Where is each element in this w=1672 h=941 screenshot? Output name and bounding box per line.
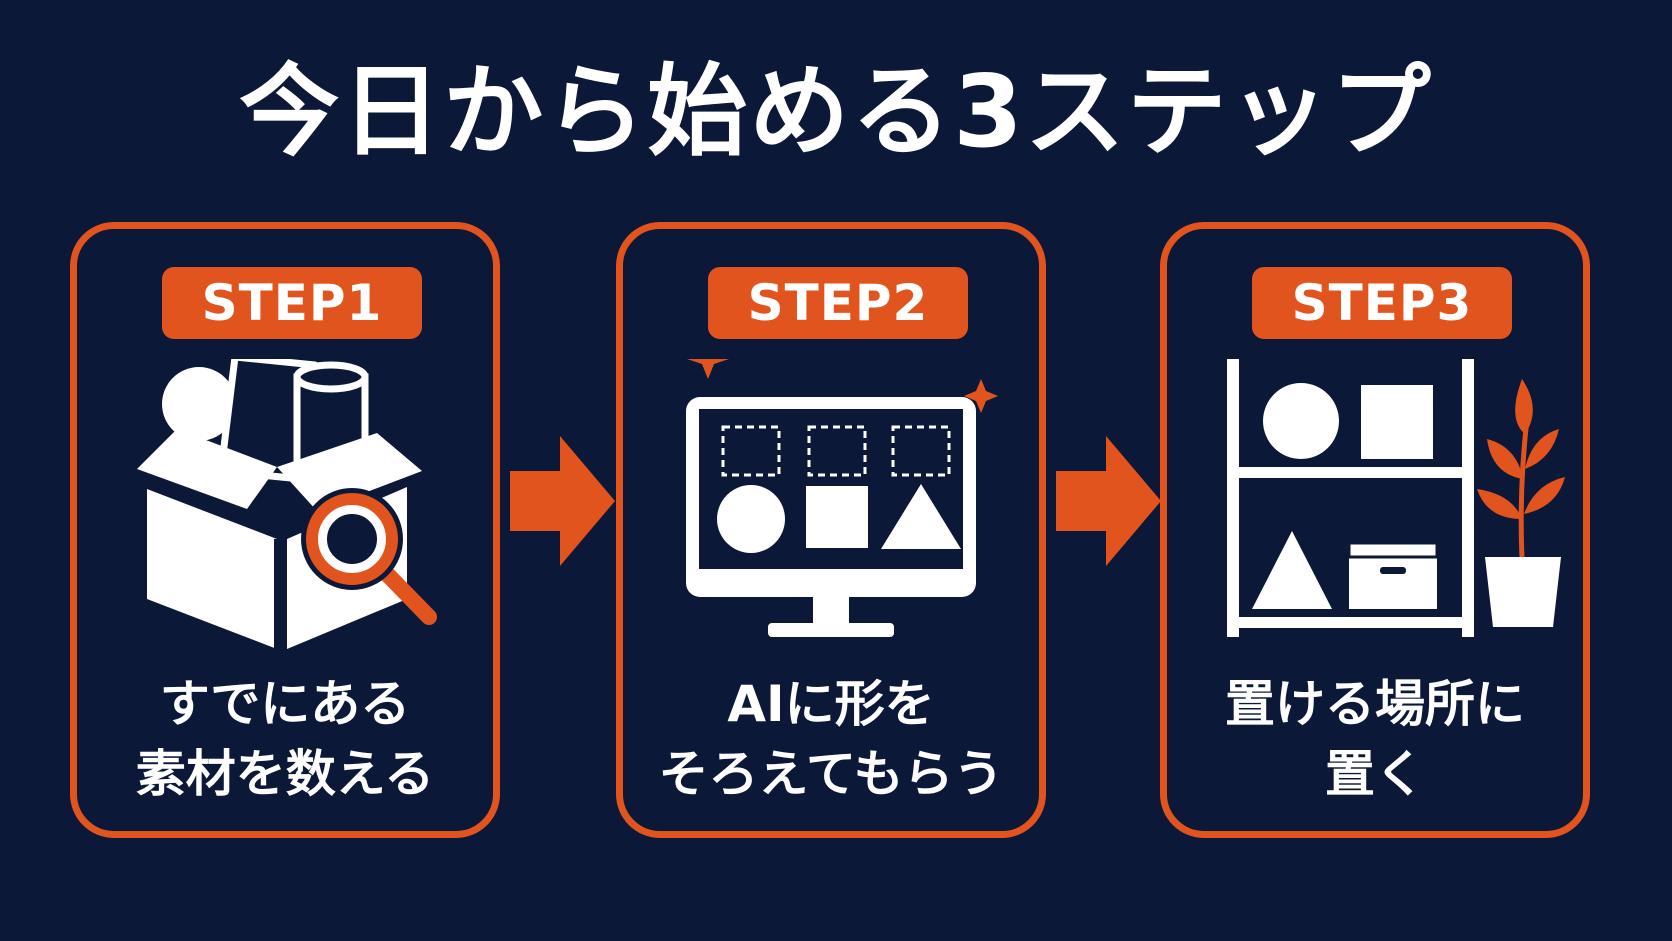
- step-card-1: STEP1 すでにある 素材を数える: [70, 222, 500, 838]
- box-with-magnifier-icon: [137, 359, 437, 649]
- shelf-with-plant-icon: [1227, 359, 1565, 637]
- step-caption-3: 置ける場所に 置く: [1167, 669, 1583, 809]
- step-badge-2: STEP2: [708, 267, 968, 339]
- step-badge-1: STEP1: [162, 267, 422, 339]
- arrow-right-icon: [510, 436, 615, 566]
- step-caption-3-line2: 置く: [1325, 745, 1425, 803]
- step-card-2: STEP2 AIに形を そろえてもらう: [616, 222, 1046, 838]
- arrow-right-icon: [1056, 436, 1161, 566]
- step-card-3: STEP3 置ける場所に 置く: [1160, 222, 1590, 838]
- monitor-shapes-icon: [686, 359, 998, 637]
- step-caption-3-line1: 置ける場所に: [1225, 675, 1525, 733]
- step-caption-1: すでにある 素材を数える: [77, 669, 493, 809]
- step-caption-2-line2: そろえてもらう: [658, 745, 1004, 803]
- step-caption-1-line2: 素材を数える: [135, 745, 435, 803]
- page-title: 今日から始める3ステップ: [239, 53, 1433, 170]
- step-caption-1-line1: すでにある: [159, 675, 411, 733]
- step-badge-3: STEP3: [1252, 267, 1512, 339]
- step-caption-2: AIに形を そろえてもらう: [623, 669, 1039, 809]
- step-caption-2-line1: AIに形を: [727, 675, 935, 733]
